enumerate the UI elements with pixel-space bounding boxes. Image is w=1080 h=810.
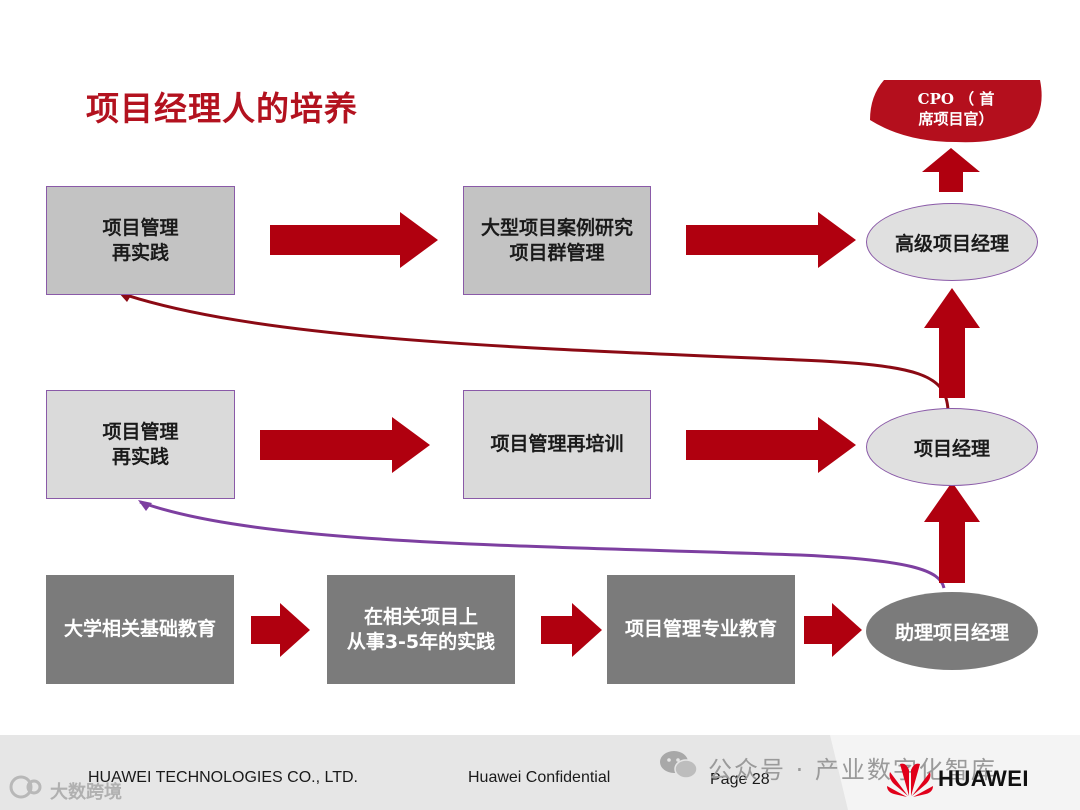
arrow-up-pm bbox=[924, 288, 980, 398]
role-assistant-pm: 助理项目经理 bbox=[866, 592, 1038, 670]
cpo-label: CPO （ 首 席项目官） bbox=[917, 90, 995, 128]
watermark-site: 大数跨境 bbox=[50, 782, 122, 803]
footer-confidential: Huawei Confidential bbox=[468, 769, 611, 786]
box-university-education: 大学相关基础教育 bbox=[46, 575, 234, 684]
box-practice-advanced: 项目管理 再实践 bbox=[46, 186, 235, 295]
feedback-curve-pm-head bbox=[138, 500, 152, 511]
footer-company: HUAWEI TECHNOLOGIES CO., LTD. bbox=[88, 769, 358, 786]
footer-slash bbox=[830, 735, 1080, 810]
arrow-r1-a bbox=[270, 212, 438, 268]
wechat-icon bbox=[660, 751, 698, 779]
footer-page: Page 28 bbox=[710, 771, 770, 788]
arrow-up-senior bbox=[922, 148, 980, 192]
box-retraining: 项目管理再培训 bbox=[463, 390, 651, 499]
role-pm: 项目经理 bbox=[866, 408, 1038, 486]
arrow-r3-a bbox=[251, 603, 310, 657]
site-logo-icon bbox=[9, 775, 42, 799]
cpo-banner-shape bbox=[870, 80, 1042, 143]
arrow-r3-c bbox=[804, 603, 862, 657]
huawei-logo-icon bbox=[887, 763, 933, 797]
feedback-curve-senior bbox=[119, 291, 950, 411]
arrow-up-assistant bbox=[924, 482, 980, 583]
page-title: 项目经理人的培养 bbox=[86, 89, 358, 128]
arrow-r2-a bbox=[260, 417, 430, 473]
feedback-curve-pm bbox=[139, 500, 946, 589]
arrow-r2-b bbox=[686, 417, 856, 473]
watermark-wechat: 公众号 · 产业数字化智库 bbox=[708, 756, 997, 784]
arrow-r1-b bbox=[686, 212, 856, 268]
box-project-practice: 在相关项目上 从事3-5年的实践 bbox=[327, 575, 515, 684]
box-case-study: 大型项目案例研究 项目群管理 bbox=[463, 186, 651, 295]
box-practice: 项目管理 再实践 bbox=[46, 390, 235, 499]
huawei-brand: HUAWEI bbox=[938, 766, 1029, 791]
arrow-r3-b bbox=[541, 603, 602, 657]
role-senior-pm: 高级项目经理 bbox=[866, 203, 1038, 281]
box-pm-education: 项目管理专业教育 bbox=[607, 575, 795, 684]
